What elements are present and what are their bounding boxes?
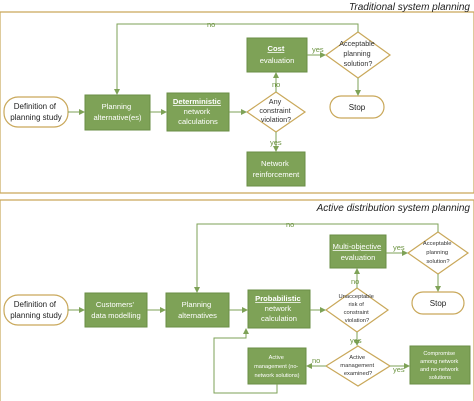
active-label-no-left: no — [312, 356, 320, 365]
trad-label-no-mid: no — [272, 80, 280, 89]
active-mgmt-diamond-text: Active management examined? — [340, 355, 375, 377]
trad-cost-text: Cost evaluation — [260, 44, 295, 65]
active-acceptable-text: Acceptable planning solution? — [423, 241, 453, 265]
trad-label-no-top: no — [207, 20, 215, 29]
trad-reinforcement-node — [246, 151, 306, 187]
active-label-no-mid: no — [351, 277, 359, 286]
active-probabilistic-node — [247, 289, 311, 329]
active-label-yes-bottom: yes — [393, 365, 405, 374]
trad-label-yes-right: yes — [312, 45, 324, 54]
trad-definition-text: Definition of planning study — [10, 102, 62, 122]
active-mgmt-diamond — [324, 345, 392, 387]
active-compromise-text: Compromise among network and no-network … — [420, 351, 460, 381]
trad-acceptable-text: Acceptable planning solution? — [339, 39, 377, 68]
active-multi-text: Multi-objective evaluation — [333, 242, 384, 262]
trad-reinforcement-text: Network reinforcement — [253, 159, 300, 179]
active-risk-text: Unacceptable risk of constraint violatio… — [338, 294, 375, 324]
active-probabilistic-text: Probabilistic network calculation — [255, 294, 303, 323]
trad-stop-text: Stop — [349, 103, 366, 112]
trad-label-yes-down: yes — [270, 138, 282, 147]
active-planning-text: Planning alternatives — [178, 300, 217, 320]
traditional-section-title: Traditional system planning — [349, 2, 470, 13]
trad-deterministic-node — [166, 92, 230, 132]
traditional-section-border — [0, 11, 474, 194]
active-multi-node — [329, 234, 387, 269]
active-customers-text: Customers' data modelling — [91, 300, 140, 320]
trad-stop-shape — [329, 95, 385, 119]
trad-planning-text: Planning alternative(es) — [93, 102, 142, 122]
active-stop-shape — [411, 291, 465, 315]
active-stop-text: Stop — [430, 299, 447, 308]
active-label-no-top: no — [286, 220, 294, 229]
active-mgmt-node-text: Active management (no- network solutions… — [254, 355, 300, 379]
trad-constraint-text: Any constraint violation? — [259, 97, 292, 124]
active-section-border — [0, 199, 474, 401]
active-customers-node — [84, 292, 148, 328]
active-connectors — [68, 223, 441, 394]
trad-deterministic-text: Deterministic network calculations — [173, 97, 223, 126]
active-label-yes-down: yes — [350, 336, 362, 345]
trad-planning-node — [84, 94, 151, 131]
active-compromise-node — [409, 345, 471, 385]
trad-connectors — [68, 23, 361, 152]
active-section-title: Active distribution system planning — [316, 203, 471, 214]
active-definition-text: Definition of planning study — [10, 300, 62, 320]
active-planning-node — [165, 292, 230, 328]
active-label-yes-right: yes — [393, 243, 405, 252]
